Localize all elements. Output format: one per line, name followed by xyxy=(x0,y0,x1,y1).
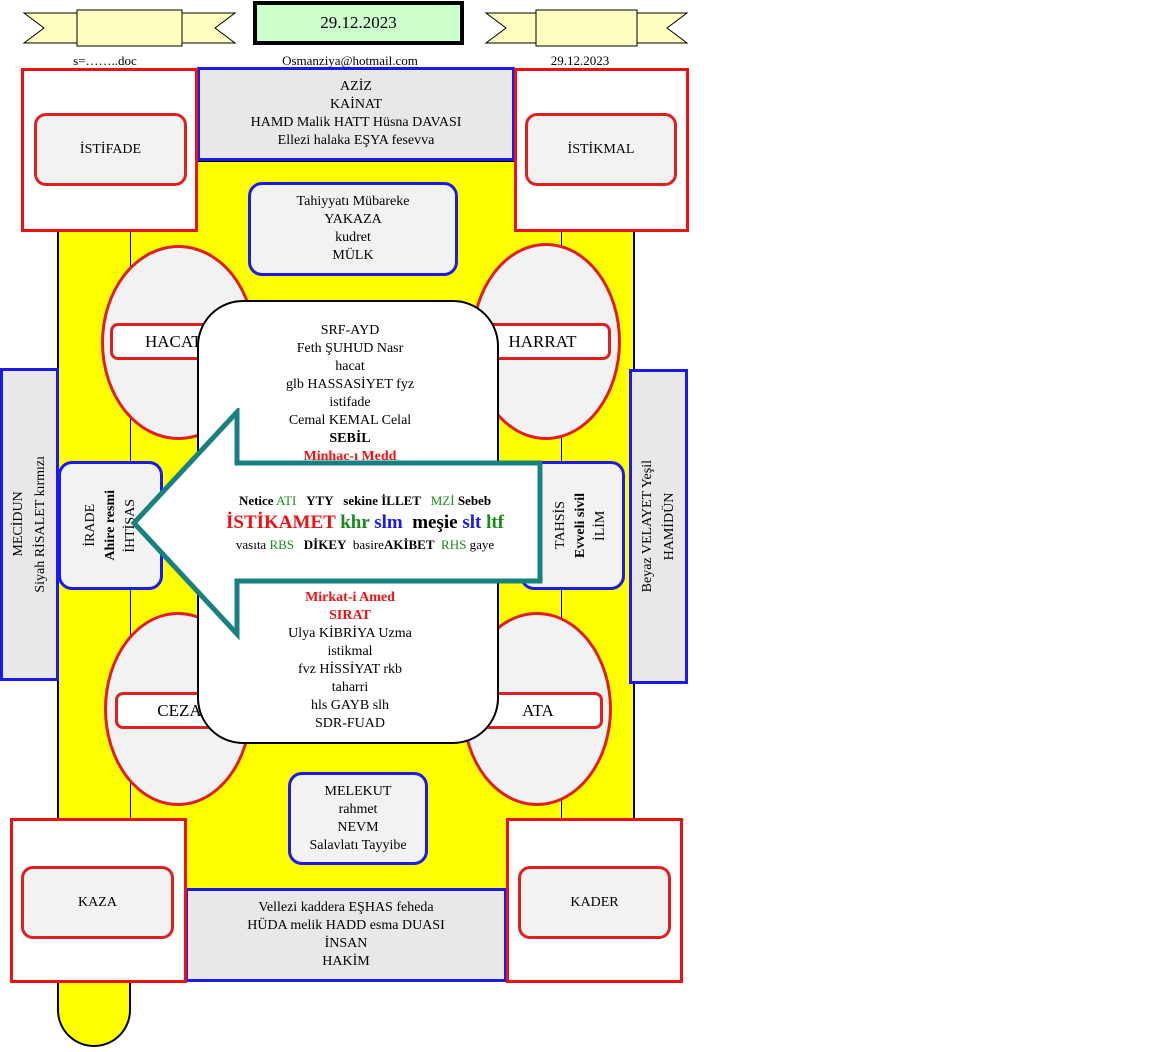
left-banner xyxy=(22,8,237,48)
center-bottom-line: Ulya KİBRİYA Uzma xyxy=(288,626,412,641)
center-top-line: istifade xyxy=(329,395,371,410)
bottom-blue-line: NEVM xyxy=(337,819,379,835)
side-left-outer-line: MECİDUN xyxy=(10,491,26,558)
corner-label-kader: KADER xyxy=(518,866,671,939)
arrow-word: YTY xyxy=(306,493,334,508)
arrow-word: MZİ xyxy=(430,493,455,508)
bottom-band-line: İNSAN xyxy=(324,936,368,951)
side-left-outer-line: Siyah RİSALET kırmızı xyxy=(32,456,48,593)
side-right-outer-text: Beyaz VELAYET Yeşil HAMİDÜN xyxy=(639,460,679,592)
bottom-blue-line: rahmet xyxy=(338,801,378,817)
bottom-band-line: HAKİM xyxy=(322,954,370,969)
corner-label-kaza: KAZA xyxy=(21,866,174,939)
center-top-line: Cemal KEMAL Celal xyxy=(288,413,412,428)
top-blue-line: YAKAZA xyxy=(324,212,382,227)
left-banner-shape xyxy=(22,9,237,47)
right-banner-shape xyxy=(484,9,689,47)
side-right-outer-line: HAMİDÜN xyxy=(661,492,677,561)
arrow-word: vasıta xyxy=(235,537,267,552)
arrow-shape xyxy=(130,408,543,641)
side-right-inner-line: İLİM xyxy=(593,510,608,541)
arrow-word: AKİBET xyxy=(383,537,435,552)
side-left-inner-line: Ahire resmi xyxy=(102,490,118,561)
side-right-inner-line: Evveli sivil xyxy=(573,493,588,558)
arrow-word: RBS xyxy=(269,537,295,552)
center-bottom-line: hls GAYB slh xyxy=(310,698,390,713)
arrow-word-istikamet: İSTİKAMET xyxy=(225,512,336,533)
center-bottom-line: taharri xyxy=(331,680,369,695)
top-blue-line: kudret xyxy=(335,230,371,245)
arrow-word: RHS xyxy=(441,537,467,552)
arrow-word: gaye xyxy=(469,537,495,552)
corner-label-istikmal: İSTİKMAL xyxy=(525,113,677,186)
bottom-band-line: HÜDA melik HADD esma DUASI xyxy=(247,918,445,933)
arrow-text: Netice ATI YTY sekine İLLET MZİ Sebeb İS… xyxy=(200,488,530,558)
center-top-line: SEBİL xyxy=(329,431,371,446)
arrow-word: khr xyxy=(340,512,370,533)
arrow-word: slt xyxy=(462,512,482,533)
arrow-word: Sebeb xyxy=(457,493,492,508)
center-label: Osmanziya@hotmail.com xyxy=(282,52,418,68)
center-top-line: hacat xyxy=(335,359,365,374)
bottom-band: Vellezi kaddera EŞHAS feheda HÜDA melik … xyxy=(185,888,507,982)
top-band-line: AZİZ xyxy=(340,79,372,94)
right-banner xyxy=(484,8,689,48)
arrow-word: DİKEY xyxy=(303,537,347,552)
arrow-word: basire xyxy=(352,537,384,552)
arrow-word: ltf xyxy=(486,512,504,533)
bottom-blue-line: Salavlatı Tayyibe xyxy=(309,837,407,853)
center-bottom-line: SDR-FUAD xyxy=(314,716,385,731)
side-right-outer-line: Beyaz VELAYET Yeşil xyxy=(639,460,655,593)
istikamet-arrow xyxy=(130,408,543,641)
right-label: 29.12.2023 xyxy=(550,52,610,68)
center-top-line: Feth ŞUHUD Nasr xyxy=(296,341,404,356)
top-blue-box: Tahiyyatı Mübareke YAKAZA kudret MÜLK xyxy=(248,182,458,276)
arrow-word: ATI xyxy=(276,493,297,508)
top-band-line: HAMD Malik HATT Hüsna DAVASI xyxy=(250,115,462,130)
arrow-line-3: vasıta RBS DİKEY basireAKİBET RHS gaye xyxy=(236,535,494,555)
center-bottom-line: fvz HİSSİYAT rkb xyxy=(298,662,402,677)
arrow-word: Netice xyxy=(238,493,274,508)
arrow-line-1: Netice ATI YTY sekine İLLET MZİ Sebeb xyxy=(239,491,491,511)
top-band-line: Ellezi halaka EŞYA fesevva xyxy=(277,133,435,148)
side-left-inner-line: İRADE xyxy=(82,504,98,547)
top-band: AZİZ KAİNAT HAMD Malik HATT Hüsna DAVASI… xyxy=(197,67,515,161)
arrow-line-2: İSTİKAMET khr slm meşie slt ltf xyxy=(226,511,504,535)
bottom-blue-line: MELEKUT xyxy=(324,783,392,799)
center-bottom-line: Mirkat-i Amed xyxy=(305,590,395,605)
arrow-word: İLLET xyxy=(381,493,421,508)
yellow-bottom-tail xyxy=(57,975,131,1047)
top-blue-line: Tahiyyatı Mübareke xyxy=(296,194,410,209)
center-top-line: glb HASSASİYET fyz xyxy=(285,377,415,392)
side-box-left-outer: MECİDUN Siyah RİSALET kırmızı xyxy=(0,368,59,681)
arrow-word: slm xyxy=(374,512,403,533)
date-box: 29.12.2023 xyxy=(253,1,464,45)
center-bottom-line: istikmal xyxy=(327,644,373,659)
bottom-band-line: Vellezi kaddera EŞHAS feheda xyxy=(258,900,434,915)
center-bottom-text: Mirkat-i Amed SIRAT Ulya KİBRİYA Uzma is… xyxy=(199,589,497,733)
center-top-line: Minhac-ı Medd xyxy=(303,449,397,464)
center-top-line: SRF-AYD xyxy=(320,323,380,338)
corner-label-istifade: İSTİFADE xyxy=(34,113,187,186)
center-bottom-line: SIRAT xyxy=(329,608,371,623)
top-band-line: KAİNAT xyxy=(329,97,383,112)
center-top-text: SRF-AYD Feth ŞUHUD Nasr hacat glb HASSAS… xyxy=(199,322,497,466)
bottom-blue-box: MELEKUT rahmet NEVM Salavlatı Tayyibe xyxy=(288,772,428,865)
arrow-word: sekine xyxy=(343,493,378,508)
side-right-inner-line: TAHSİS xyxy=(553,501,568,550)
top-blue-line: MÜLK xyxy=(332,248,374,263)
side-box-right-outer: Beyaz VELAYET Yeşil HAMİDÜN xyxy=(629,369,688,684)
arrow-word: meşie xyxy=(412,512,458,533)
side-left-outer-text: MECİDUN Siyah RİSALET kırmızı xyxy=(10,456,50,593)
left-label: s=……..doc xyxy=(73,52,137,68)
side-right-inner-text: TAHSİS Evveli sivil İLİM xyxy=(552,493,610,558)
